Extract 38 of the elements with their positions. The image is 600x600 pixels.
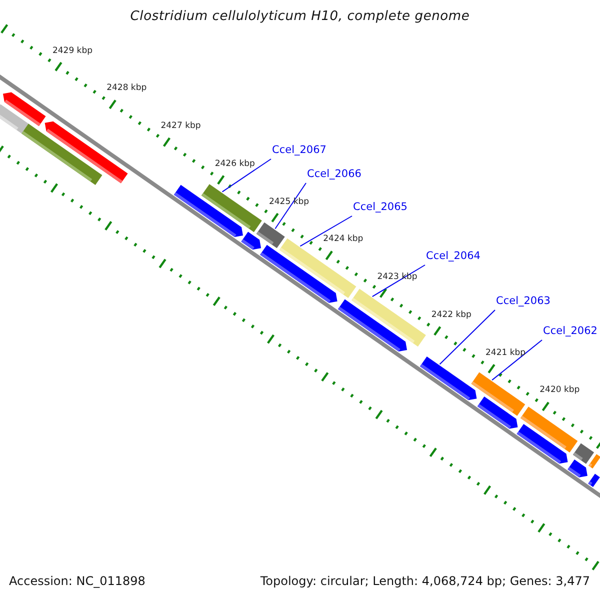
gene-feature bbox=[588, 454, 600, 468]
tick-label: 2429 kbp bbox=[52, 46, 93, 56]
accession-text: Accession: NC_011898 bbox=[9, 574, 146, 588]
gene-feature bbox=[256, 222, 285, 248]
tick-label: 2421 kbp bbox=[486, 348, 526, 358]
leader-line bbox=[300, 216, 352, 247]
leader-line bbox=[222, 158, 272, 192]
gene-feature bbox=[2, 92, 46, 126]
gene-feature bbox=[44, 121, 128, 184]
tick-label: 2428 kbp bbox=[106, 83, 147, 94]
leader-line bbox=[492, 340, 542, 381]
gene-feature bbox=[420, 356, 477, 400]
gene-feature bbox=[351, 288, 426, 347]
tick-label: 2420 kbp bbox=[540, 385, 580, 396]
tick-label: 2424 kbp bbox=[323, 234, 364, 244]
gene-label: Ccel_2065 bbox=[353, 201, 408, 214]
tick-label: 2422 kbp bbox=[431, 310, 472, 320]
gene-label: Ccel_2063 bbox=[496, 295, 550, 308]
genome-stats: Topology: circular; Length: 4,068,724 bp; Genes: 3,477 bbox=[260, 574, 590, 588]
tick-label: 2425 kbp bbox=[268, 196, 310, 207]
gene-label: Ccel_2066 bbox=[307, 168, 362, 181]
tick-label: 2427 kbp bbox=[160, 121, 201, 132]
gene-label: Ccel_2064 bbox=[426, 250, 480, 263]
tick-label: 2426 kbp bbox=[214, 158, 255, 169]
gene-feature bbox=[588, 474, 600, 488]
gene-feature bbox=[568, 459, 588, 478]
tick-label: 2423 kbp bbox=[377, 272, 418, 282]
gene-feature bbox=[0, 104, 28, 134]
gene-feature bbox=[201, 184, 262, 232]
leader-line bbox=[274, 182, 306, 230]
leader-line bbox=[439, 310, 496, 365]
leader-line bbox=[372, 264, 426, 298]
gene-feature bbox=[516, 424, 568, 464]
gene-label: Ccel_2062 bbox=[543, 325, 598, 338]
gene-feature bbox=[477, 396, 518, 429]
gene-label: Ccel_2067 bbox=[272, 144, 326, 157]
gene-feature bbox=[241, 232, 262, 250]
title: Clostridium cellulolyticum H10, complete genome bbox=[129, 9, 471, 24]
